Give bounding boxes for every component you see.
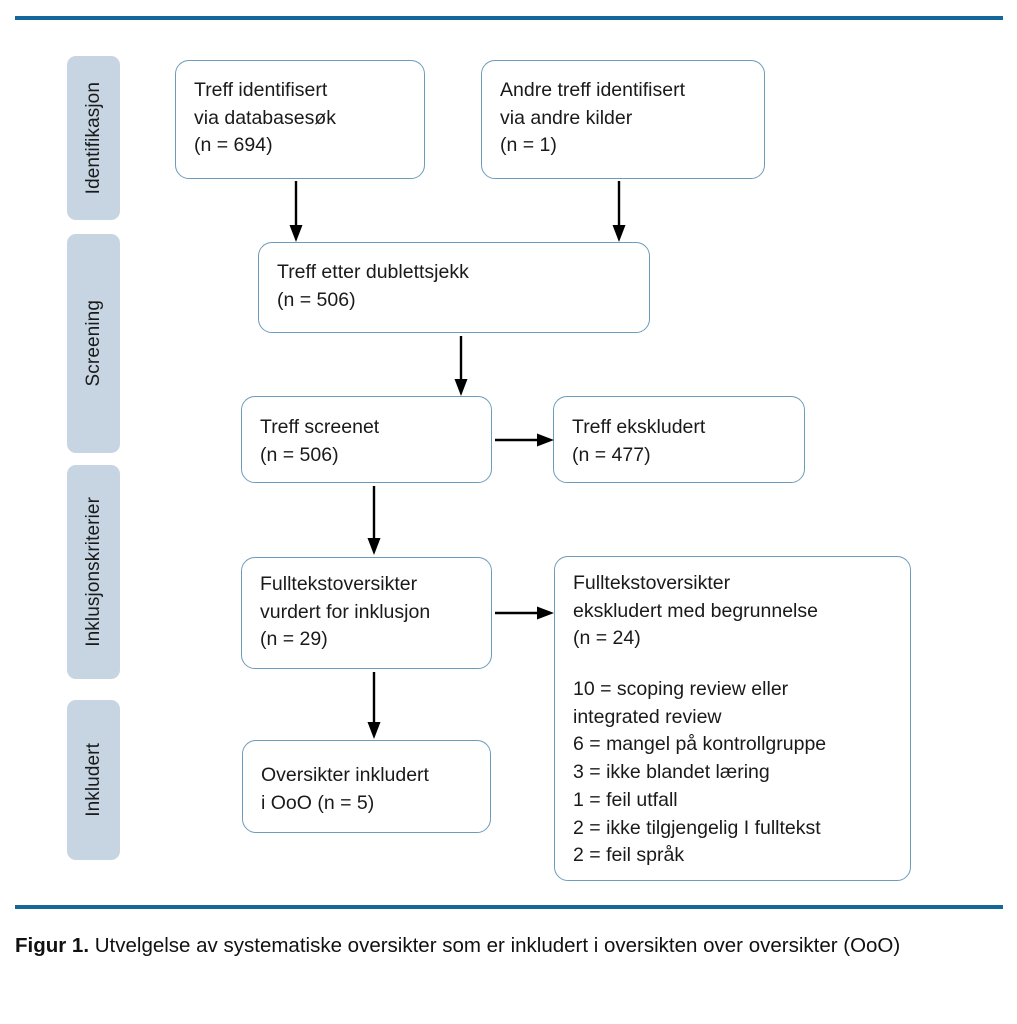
stage-label-inkludert: Inkludert [83,743,104,817]
bottom-divider-rule [15,905,1003,909]
arrow-down-icon [612,181,626,242]
arrow-database-search-to-dedup [288,181,304,243]
arrow-fulltext-to-included [366,672,382,740]
box-database-search: Treff identifisert via databasesøk (n = … [175,60,425,179]
box-fulltext-excluded-reason-list: 10 = scoping review eller integrated rev… [573,678,827,867]
box-other-sources: Andre treff identifisert via andre kilde… [481,60,765,179]
box-after-duplicates-text: Treff etter dublettsjekk (n = 506) [277,261,469,311]
box-fulltext-assessed-text: Fulltekstoversikter vurdert for inklusjo… [260,573,431,651]
arrow-down-icon [289,181,303,242]
box-screened-text: Treff screenet (n = 506) [260,416,380,466]
box-database-search-text: Treff identifisert via databasesøk (n = … [194,79,336,157]
arrow-dedup-to-screened [453,336,469,397]
stage-pill-inklusjonskriterier: Inklusjonskriterier [67,465,120,679]
box-included-reviews-text: Oversikter inkludert i OoO (n = 5) [261,764,429,814]
box-records-excluded: Treff ekskludert (n = 477) [553,396,805,483]
box-fulltext-excluded-reasons: Fulltekstoversikter ekskludert med begru… [554,556,911,881]
arrow-down-icon [367,672,381,739]
arrow-screened-to-fulltext [366,486,382,556]
arrow-right-icon [495,433,554,447]
box-screened: Treff screenet (n = 506) [241,396,492,483]
stage-pill-screening: Screening [67,234,120,453]
arrow-fulltext-to-reasons [495,605,555,621]
stage-label-screening: Screening [83,300,104,387]
top-divider-rule [15,16,1003,20]
figure-caption-prefix: Figur 1. [15,934,90,957]
stage-pill-inkludert: Inkludert [67,700,120,860]
figure-caption-text: Utvelgelse av systematiske oversikter so… [89,934,901,957]
stage-label-inklusjonskriterier: Inklusjonskriterier [83,497,104,647]
arrow-other-sources-to-dedup [611,181,627,243]
box-records-excluded-text: Treff ekskludert (n = 477) [572,416,706,466]
arrow-down-icon [454,336,468,396]
stage-pill-identifikasjon: Identifikasjon [67,56,120,220]
arrow-down-icon [367,486,381,555]
arrow-screened-to-excluded [495,432,555,448]
figure-caption: Figur 1. Utvelgelse av systematiske over… [15,932,935,960]
box-fulltext-assessed: Fulltekstoversikter vurdert for inklusjo… [241,557,492,669]
box-other-sources-text: Andre treff identifisert via andre kilde… [500,79,685,157]
box-included-reviews: Oversikter inkludert i OoO (n = 5) [242,740,491,833]
box-fulltext-excluded-heading: Fulltekstoversikter ekskludert med begru… [573,572,818,650]
stage-label-identifikasjon: Identifikasjon [83,81,104,195]
box-after-duplicates: Treff etter dublettsjekk (n = 506) [258,242,650,333]
arrow-right-icon [495,606,554,620]
